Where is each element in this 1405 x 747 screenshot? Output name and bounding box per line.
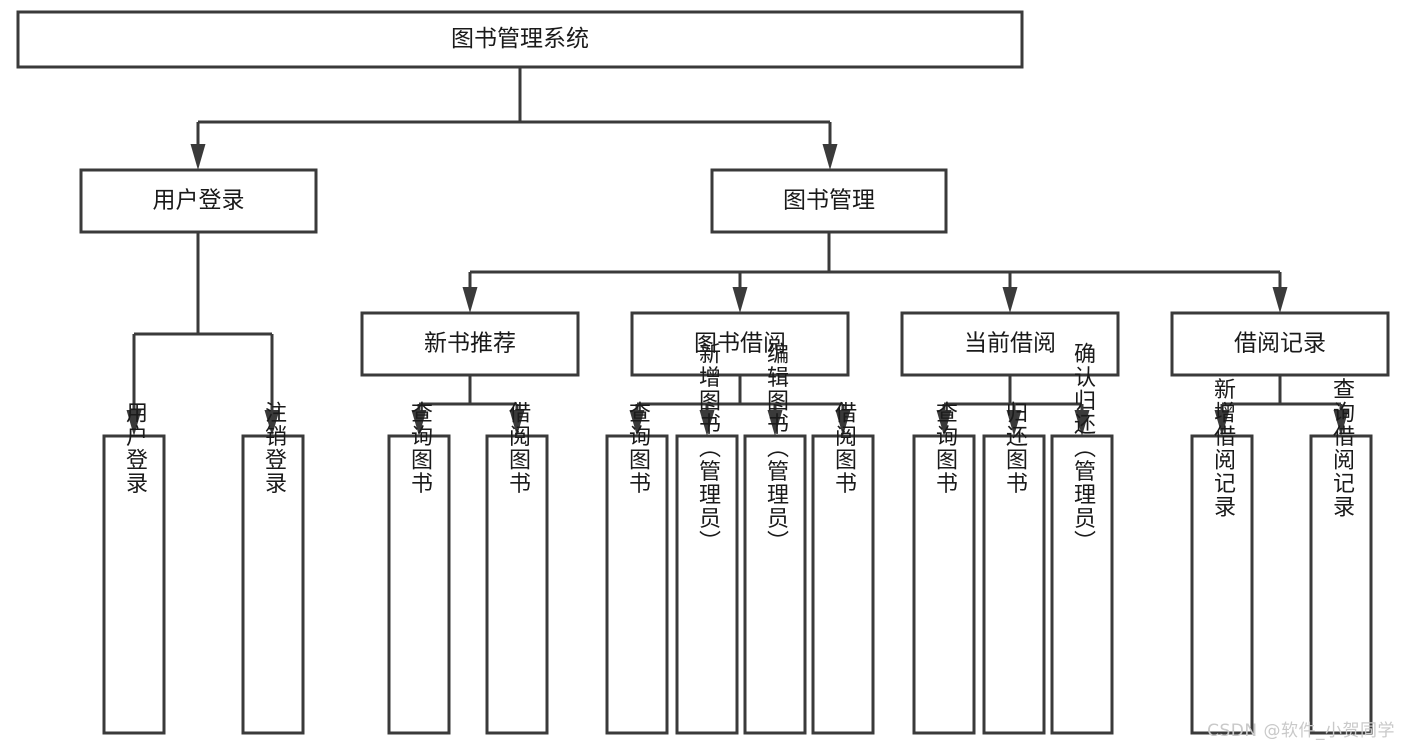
node-box[interactable] xyxy=(1170,311,1390,377)
connectors-layer xyxy=(126,67,1349,436)
node-label: 新增借阅记录 xyxy=(1210,378,1236,519)
node-box[interactable] xyxy=(241,434,305,735)
node-leaf-borrow-query-book[interactable]: 查询图书 xyxy=(605,401,669,735)
node-book-borrow[interactable]: 图书借阅 xyxy=(630,311,850,377)
connector-currentborrow-to-leaves xyxy=(936,375,1090,436)
node-label: 图书管理 xyxy=(783,188,875,214)
node-box[interactable] xyxy=(1309,434,1373,735)
node-label: 借阅记录 xyxy=(1234,331,1326,357)
node-box[interactable] xyxy=(605,434,669,735)
node-box[interactable] xyxy=(982,434,1046,735)
node-box[interactable] xyxy=(102,434,166,735)
node-borrow-record[interactable]: 借阅记录 xyxy=(1170,311,1390,377)
node-label: 借阅图书 xyxy=(505,401,531,495)
arrowhead-icon xyxy=(1002,287,1018,313)
arrowhead-icon xyxy=(822,144,838,170)
node-box[interactable] xyxy=(1190,434,1254,735)
node-label: 新书推荐 xyxy=(424,331,516,357)
node-label: 确认归还（管理员） xyxy=(1070,342,1096,554)
node-label: 查询图书 xyxy=(407,401,433,495)
node-label: 查询图书 xyxy=(932,401,958,495)
connector-borrowrecord-to-leaves xyxy=(1214,375,1349,436)
connector-root-to-level2 xyxy=(190,67,838,170)
node-leaf-user-logout[interactable]: 注销登录 xyxy=(241,401,305,735)
node-box[interactable] xyxy=(811,434,875,735)
node-leaf-borrow-add-book[interactable]: 新增图书（管理员） xyxy=(675,342,739,735)
node-leaf-user-login[interactable]: 用户登录 xyxy=(102,401,166,735)
node-label: 图书管理系统 xyxy=(451,26,589,52)
node-label: 用户登录 xyxy=(153,188,245,214)
arrowhead-icon xyxy=(629,410,645,436)
node-label: 新增图书（管理员） xyxy=(695,342,721,554)
node-book-manage[interactable]: 图书管理 xyxy=(710,168,948,234)
node-box[interactable] xyxy=(387,434,451,735)
node-leaf-current-confirm-return[interactable]: 确认归还（管理员） xyxy=(1050,342,1114,735)
node-box[interactable] xyxy=(79,168,318,234)
node-leaf-borrow-edit-book[interactable]: 编辑图书（管理员） xyxy=(743,342,807,735)
node-box[interactable] xyxy=(630,311,850,377)
arrowhead-icon xyxy=(936,410,952,436)
node-user-login[interactable]: 用户登录 xyxy=(79,168,318,234)
node-leaf-rec-query-book[interactable]: 查询图书 xyxy=(387,401,451,735)
node-label: 图书借阅 xyxy=(694,331,786,357)
arrowhead-icon xyxy=(1272,287,1288,313)
node-box[interactable] xyxy=(912,434,976,735)
node-box[interactable] xyxy=(900,311,1120,377)
node-current-borrow[interactable]: 当前借阅 xyxy=(900,311,1120,377)
arrowhead-icon xyxy=(732,287,748,313)
node-leaf-current-return-book[interactable]: 归还图书 xyxy=(982,401,1046,735)
arrowhead-icon xyxy=(1214,410,1230,436)
arrowhead-icon xyxy=(509,410,525,436)
node-label: 归还图书 xyxy=(1002,401,1028,495)
node-box[interactable] xyxy=(16,10,1024,69)
arrowhead-icon xyxy=(190,144,206,170)
arrowhead-icon xyxy=(835,410,851,436)
node-box[interactable] xyxy=(360,311,580,377)
connector-userlogin-to-leaves xyxy=(126,232,280,436)
node-label: 借阅图书 xyxy=(831,401,857,495)
arrowhead-icon xyxy=(699,410,715,436)
arrowhead-icon xyxy=(462,287,478,313)
node-leaf-rec-borrow-book[interactable]: 借阅图书 xyxy=(485,401,549,735)
node-label: 查询借阅记录 xyxy=(1329,378,1355,519)
node-box[interactable] xyxy=(710,168,948,234)
node-root[interactable]: 图书管理系统 xyxy=(16,10,1024,69)
connector-newbookrec-to-leaves xyxy=(411,375,525,436)
arrowhead-icon xyxy=(411,410,427,436)
arrowhead-icon xyxy=(1333,410,1349,436)
connector-bookmanage-to-level3 xyxy=(462,232,1288,313)
arrowhead-icon xyxy=(264,410,280,436)
arrowhead-icon xyxy=(1006,410,1022,436)
nodes-layer: 图书管理系统用户登录图书管理新书推荐图书借阅当前借阅借阅记录用户登录注销登录查询… xyxy=(16,10,1390,735)
arrowhead-icon xyxy=(767,410,783,436)
node-box[interactable] xyxy=(485,434,549,735)
arrowhead-icon xyxy=(126,410,142,436)
node-box[interactable] xyxy=(1050,434,1114,735)
node-label: 查询图书 xyxy=(625,401,651,495)
node-box[interactable] xyxy=(675,434,739,735)
connector-bookborrow-to-leaves xyxy=(629,375,851,436)
node-label: 注销登录 xyxy=(261,401,287,495)
node-label: 用户登录 xyxy=(122,401,148,495)
node-new-book-rec[interactable]: 新书推荐 xyxy=(360,311,580,377)
node-leaf-record-query[interactable]: 查询借阅记录 xyxy=(1309,378,1373,735)
arrowhead-icon xyxy=(1074,410,1090,436)
node-label: 编辑图书（管理员） xyxy=(763,342,789,554)
node-leaf-borrow-borrow-book[interactable]: 借阅图书 xyxy=(811,401,875,735)
node-leaf-current-query-book[interactable]: 查询图书 xyxy=(912,401,976,735)
node-label: 当前借阅 xyxy=(964,331,1056,357)
node-box[interactable] xyxy=(743,434,807,735)
node-leaf-record-add[interactable]: 新增借阅记录 xyxy=(1190,378,1254,735)
